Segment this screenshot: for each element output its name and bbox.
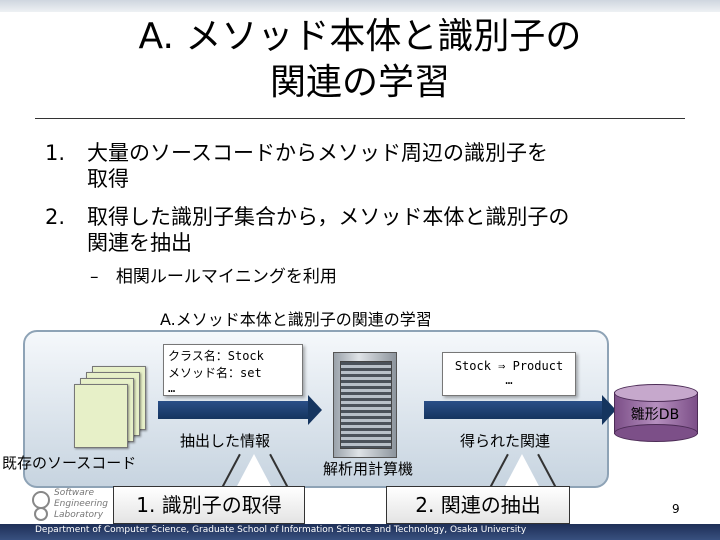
title-underline (35, 118, 685, 119)
extracted-info-callout: クラス名：Stock メソッド名：set … (163, 344, 303, 396)
title-line-2: 関連の学習 (269, 62, 450, 103)
computer-label: 解析用計算機 (323, 460, 414, 478)
arrow-to-computer-icon (158, 395, 322, 425)
obtained-relation-callout: Stock ⇒ Product … (442, 352, 576, 396)
sub-item-dash: – (90, 267, 99, 287)
step1-box: 1. 識別子の取得 (113, 486, 305, 524)
list-number: 1. (45, 141, 66, 165)
diagram-title: A.メソッド本体と識別子の関連の学習 (160, 310, 432, 329)
arrow-to-db-icon (424, 395, 616, 425)
logo-line-1: Software (54, 488, 95, 498)
step2-box: 2. 関連の抽出 (386, 486, 570, 524)
page-number: 9 (672, 502, 680, 516)
footer-text: Department of Computer Science, Graduate… (35, 525, 527, 535)
top-bar (0, 0, 720, 12)
sub-item: – 相関ルールマイニングを利用 (90, 262, 337, 287)
callout-class-name: クラス名：Stock (168, 349, 264, 363)
callout-pointer-fill-1 (236, 454, 272, 488)
footer-bar: Department of Computer Science, Graduate… (0, 524, 720, 540)
sub-item-text: 相関ルールマイニングを利用 (115, 267, 337, 287)
list-text-line2: 関連を抽出 (87, 231, 192, 255)
callout-ellipsis: … (168, 381, 176, 395)
slide-title: A. メソッド本体と識別子の 関連の学習 (80, 14, 640, 106)
lab-logo: Software Engineering Laboratory (30, 488, 110, 526)
logo-line-3: Laboratory (54, 510, 104, 520)
callout-pointer-fill-2 (504, 454, 540, 488)
list-text-line1: 大量のソースコードからメソッド周辺の識別子を (87, 141, 548, 165)
title-line-1: A. メソッド本体と識別子の (138, 16, 582, 57)
list-number: 2. (45, 205, 66, 229)
list-text-line1: 取得した識別子集合から，メソッド本体と識別子の (87, 205, 570, 229)
logo-icon (32, 491, 50, 521)
callout-ellipsis: … (505, 373, 513, 387)
callout-method-name: メソッド名：set (168, 366, 262, 380)
source-code-label: 既存のソースコード (2, 454, 137, 472)
database-label: 雛形DB (630, 407, 680, 423)
logo-line-2: Engineering (54, 499, 108, 509)
obtained-relation-label: 得られた関連 (460, 432, 551, 450)
callout-relation: Stock ⇒ Product (454, 359, 564, 373)
database-icon: 雛形DB (614, 384, 698, 442)
server-icon (333, 352, 397, 458)
extracted-info-label: 抽出した情報 (180, 432, 271, 450)
list-text-line2: 取得 (87, 167, 129, 191)
